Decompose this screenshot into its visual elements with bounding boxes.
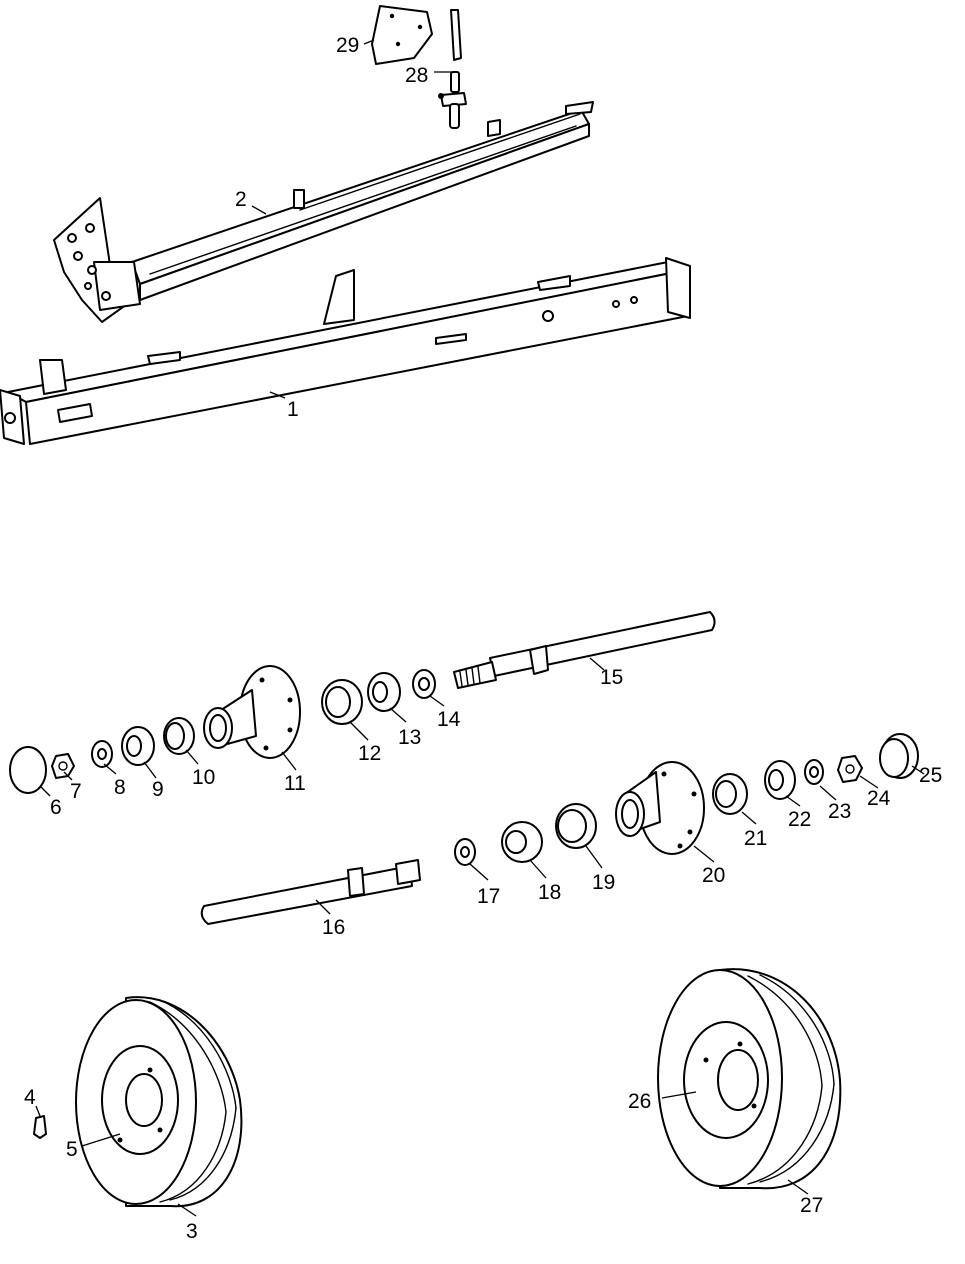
part-10-bearing-cup [163, 717, 195, 755]
callout-1: 1 [287, 398, 299, 421]
callout-3: 3 [186, 1220, 198, 1243]
leader-lines [35, 39, 925, 1217]
callout-27: 27 [800, 1194, 823, 1217]
callout-16: 16 [322, 916, 345, 939]
part-24-nut [837, 755, 863, 783]
part-9-bearing [121, 726, 155, 766]
part-29-plate [371, 5, 433, 65]
callout-7: 7 [70, 780, 82, 803]
part-15-spindle [453, 611, 716, 689]
callout-17: 17 [477, 885, 500, 908]
part-14-washer [412, 669, 436, 699]
callout-29: 29 [336, 34, 359, 57]
part-2-tongue-frame [53, 101, 594, 323]
part-11-hub [203, 665, 301, 759]
part-22-bearing [764, 760, 796, 800]
callout-12: 12 [358, 742, 381, 765]
callout-15: 15 [600, 666, 623, 689]
part-25-hub-cap [879, 733, 919, 779]
part-18-bearing [501, 821, 543, 863]
part-13-bearing [367, 672, 401, 712]
part-16-spindle [200, 859, 421, 925]
callout-28: 28 [405, 64, 428, 87]
callout-5: 5 [66, 1138, 78, 1161]
callout-10: 10 [192, 766, 215, 789]
part-6-hub-cap [9, 746, 47, 794]
callout-26: 26 [628, 1090, 651, 1113]
part-1-main-frame [0, 257, 691, 445]
callout-8: 8 [114, 776, 126, 799]
part-8-washer [91, 740, 113, 768]
callout-22: 22 [788, 808, 811, 831]
callout-2: 2 [235, 188, 247, 211]
part-7-nut [51, 753, 75, 779]
part-21-bearing-cup [712, 773, 748, 815]
part-19-bearing-cup [555, 803, 597, 849]
callout-21: 21 [744, 827, 767, 850]
part-26-rim-right [683, 1021, 769, 1139]
callout-4: 4 [24, 1086, 36, 1109]
callout-14: 14 [437, 708, 461, 731]
callout-25: 25 [919, 764, 942, 787]
callout-13: 13 [398, 726, 421, 749]
part-28-link [438, 9, 467, 129]
callout-19: 19 [592, 871, 615, 894]
callout-20: 20 [702, 864, 725, 887]
callout-11: 11 [284, 772, 306, 795]
part-23-washer [804, 759, 824, 785]
part-17-washer [454, 838, 476, 866]
callout-23: 23 [828, 800, 851, 823]
callout-18: 18 [538, 881, 561, 904]
callout-9: 9 [152, 778, 164, 801]
callout-labels: 1 2 3 4 5 6 7 8 9 10 11 12 13 14 15 16 1… [24, 34, 942, 1243]
callout-6: 6 [50, 796, 62, 819]
part-5-rim-left [101, 1045, 179, 1155]
callout-24: 24 [867, 787, 891, 810]
part-20-hub [615, 761, 705, 855]
part-4-valve-stem [33, 1115, 47, 1139]
part-12-bearing-cup [321, 679, 363, 725]
